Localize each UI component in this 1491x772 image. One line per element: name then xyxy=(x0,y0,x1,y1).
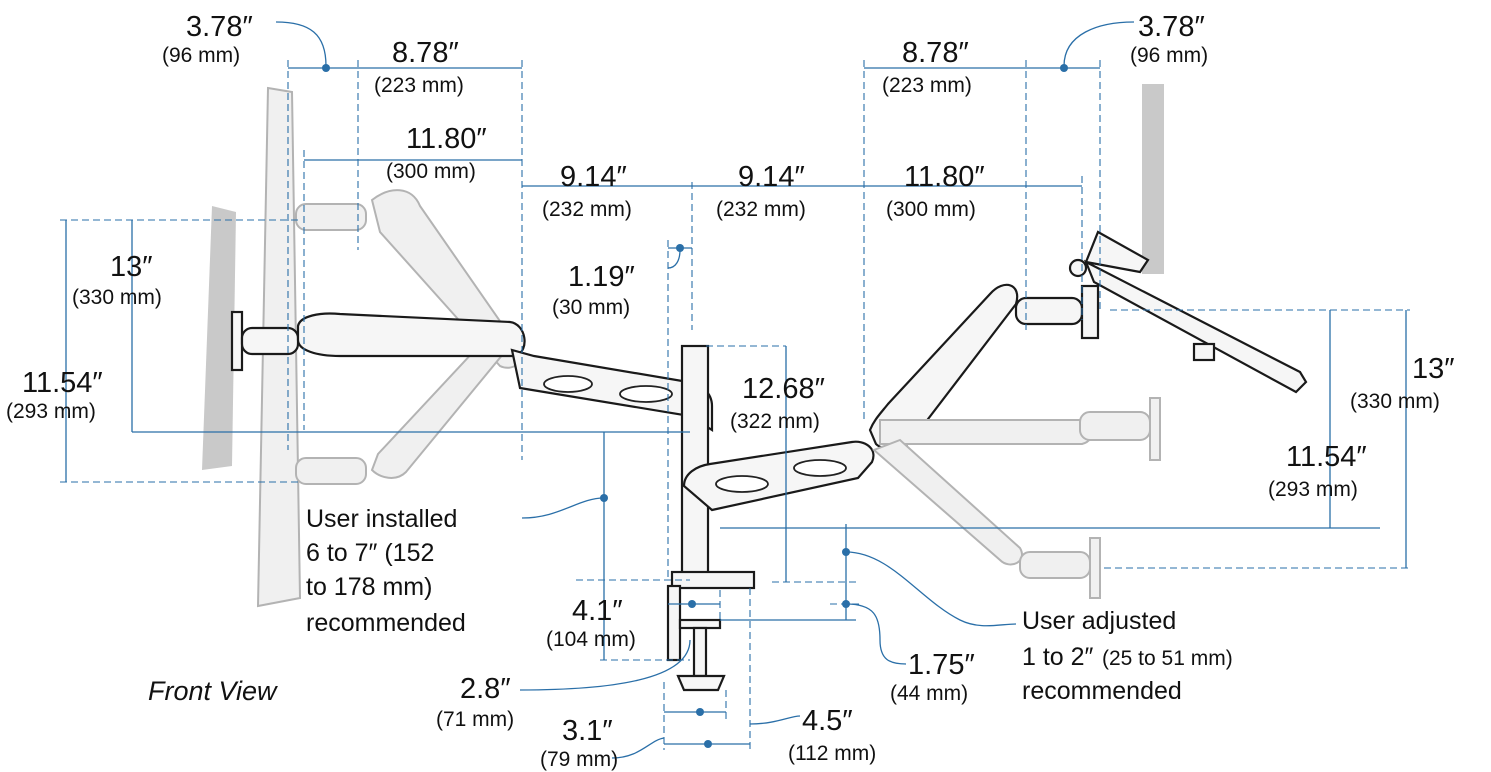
dim-label-d2-imperial: 8.78″ xyxy=(392,37,459,69)
note-user-installed-line2: 6 to 7″ (152 xyxy=(306,539,434,567)
dim-label-d11-metric: (30 mm) xyxy=(552,296,630,319)
dim-label-d18-metric: (112 mm) xyxy=(788,742,876,765)
dim-label-d15-metric: (104 mm) xyxy=(546,628,636,651)
left-monitor-tilted xyxy=(202,206,236,470)
dim-label-d5-imperial: 9.14″ xyxy=(738,161,805,193)
dim-label-d8-metric: (96 mm) xyxy=(1130,44,1208,67)
dim-label-d13-metric: (330 mm) xyxy=(1350,390,1440,413)
dim-label-d19-imperial: 1.75″ xyxy=(908,649,975,681)
dim-label-d6-metric: (300 mm) xyxy=(886,198,976,221)
note-user-adjusted-line1: User adjusted xyxy=(1022,607,1176,635)
dim-label-d2-metric: (223 mm) xyxy=(374,74,464,97)
dim-label-d8-imperial: 3.78″ xyxy=(1138,11,1205,43)
note-user-installed-line4: recommended xyxy=(306,609,466,637)
dim-label-d17-metric: (79 mm) xyxy=(540,748,618,771)
dim-label-d18-imperial: 4.5″ xyxy=(802,705,853,737)
dim-label-d15-imperial: 4.1″ xyxy=(572,595,623,627)
dim-label-d4-imperial: 9.14″ xyxy=(560,161,627,193)
note-user-installed-line3: to 178 mm) xyxy=(306,573,432,601)
note-user-adjusted-line3: recommended xyxy=(1022,677,1182,705)
dim-label-d7-metric: (223 mm) xyxy=(882,74,972,97)
right-solid-arm xyxy=(682,283,1100,512)
right-laptop-tray xyxy=(1068,84,1308,394)
dim-label-d13-imperial: 13″ xyxy=(1412,353,1455,385)
notes: User installed 6 to 7″ (152 to 178 mm) r… xyxy=(306,505,1233,705)
dim-label-d4-metric: (232 mm) xyxy=(542,198,632,221)
right-monitor-shadow xyxy=(1142,84,1164,274)
dim-label-d19-metric: (44 mm) xyxy=(890,682,968,705)
note-user-adjusted-line2-metric: (25 to 51 mm) xyxy=(1102,647,1233,670)
dim-label-d9-metric: (330 mm) xyxy=(72,286,162,309)
dim-label-d14-imperial: 11.54″ xyxy=(1286,441,1367,473)
dim-label-d7-imperial: 8.78″ xyxy=(902,37,969,69)
arm-illustrations xyxy=(202,84,1308,692)
dim-label-d17-imperial: 3.1″ xyxy=(562,715,613,747)
dim-label-d3-imperial: 11.80″ xyxy=(406,123,487,155)
note-user-installed-line1: User installed xyxy=(306,505,457,533)
dim-label-d1-metric: (96 mm) xyxy=(162,44,240,67)
dim-label-d5-metric: (232 mm) xyxy=(716,198,806,221)
view-label: Front View xyxy=(148,676,278,706)
dim-label-d9-imperial: 13″ xyxy=(110,251,153,283)
dim-label-d3-metric: (300 mm) xyxy=(386,160,476,183)
dim-label-d10-metric: (293 mm) xyxy=(6,400,96,423)
dim-label-d11-imperial: 1.19″ xyxy=(568,261,635,293)
dimension-lines xyxy=(60,21,1410,759)
dim-label-d12-imperial: 12.68″ xyxy=(742,373,825,405)
right-ghost-arms xyxy=(872,397,1161,599)
dim-label-d16-metric: (71 mm) xyxy=(436,708,514,731)
dim-label-d14-metric: (293 mm) xyxy=(1268,478,1358,501)
dim-label-d1-imperial: 3.78″ xyxy=(186,11,253,43)
dimension-labels: 3.78″ (96 mm) 8.78″ (223 mm) 11.80″ (300… xyxy=(6,11,1455,771)
dim-label-d16-imperial: 2.8″ xyxy=(460,673,511,705)
note-user-adjusted-line2: 1 to 2″ xyxy=(1022,643,1094,671)
dim-label-d6-imperial: 11.80″ xyxy=(904,161,985,193)
dim-label-d12-metric: (322 mm) xyxy=(730,410,820,433)
dim-label-d10-imperial: 11.54″ xyxy=(22,367,103,399)
